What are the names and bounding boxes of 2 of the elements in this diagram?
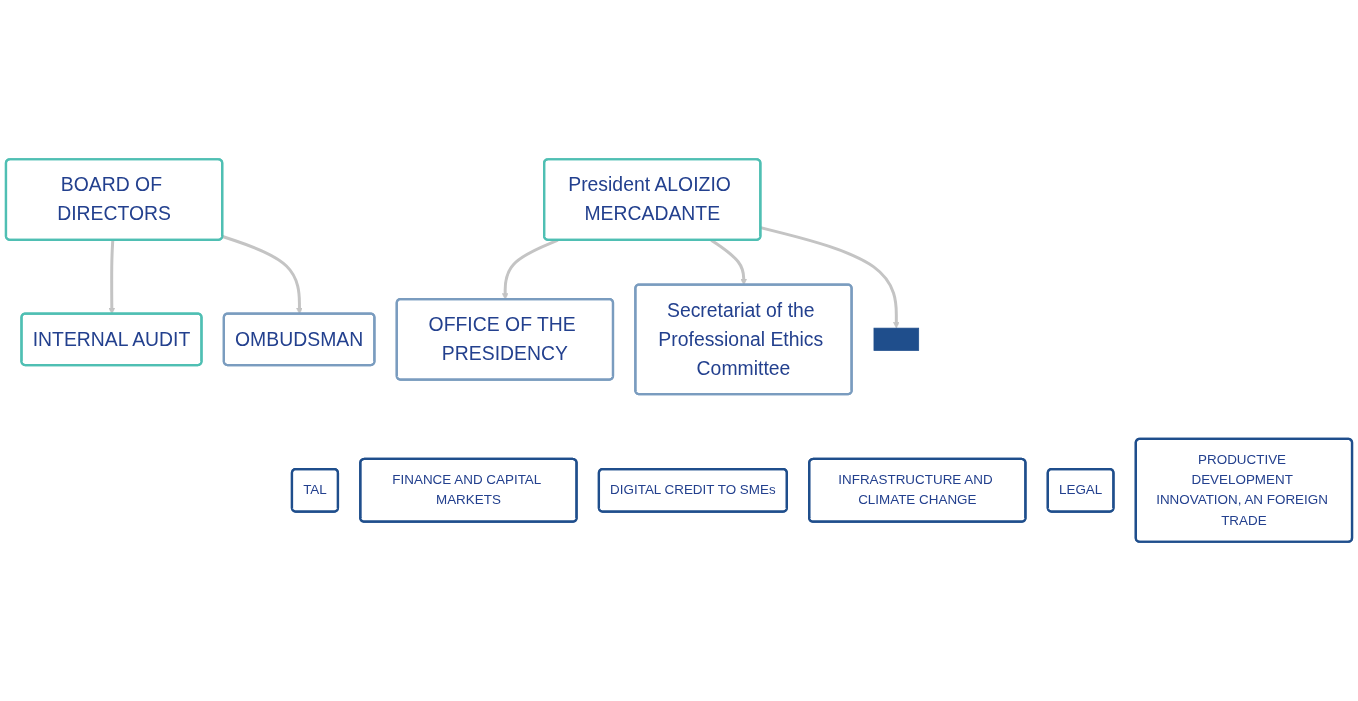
- node-bar: [873, 327, 920, 351]
- arrow: [760, 226, 900, 329]
